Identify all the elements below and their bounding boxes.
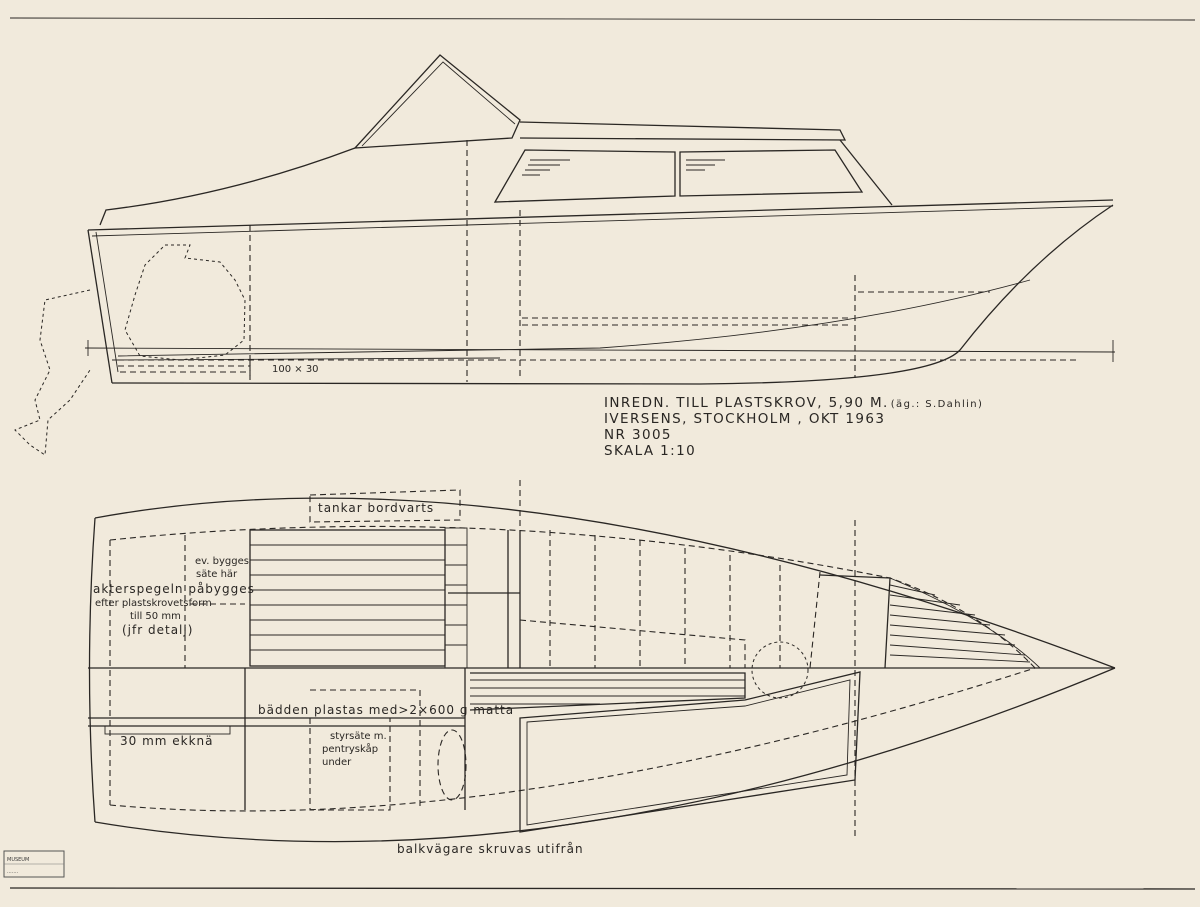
- helm-note-2: pentryskåp: [322, 742, 378, 755]
- transom-note-2: efter plastskrovetsform: [95, 598, 212, 609]
- hull-outline-port: [94, 497, 1116, 669]
- seat-label: ev. bygges: [195, 556, 249, 567]
- keel-line: [111, 204, 1114, 385]
- waterline: [84, 347, 1116, 353]
- title-block: INREDN. TILL PLASTSKROV, 5,90 M.(äg.: S.…: [604, 395, 983, 459]
- transom-note-4: (jfr detalj): [122, 623, 193, 637]
- scale-label: SKALA 1:10: [604, 443, 696, 459]
- transom-note-3: till 50 mm: [130, 611, 181, 622]
- helm-note-3: under: [322, 757, 352, 768]
- chine-line: [117, 279, 1031, 357]
- outboard-motor-outline: [124, 244, 246, 361]
- transom-note: akterspegeln påbygges: [93, 582, 255, 596]
- cabin-aft-profile: [99, 147, 356, 226]
- hull-outline-stbd: [94, 667, 1116, 843]
- bottom-border: [9, 887, 1196, 890]
- drawing-number: NR 3005: [604, 427, 672, 443]
- museum-stamp: MUSEUM ·······: [3, 850, 65, 878]
- sheer-line-inner: [91, 205, 1114, 237]
- cabin-roof: [519, 121, 847, 141]
- helm-note: styrsäte m.: [330, 731, 387, 742]
- plan-view: tankar bordvarts ev. bygges säte här akt…: [88, 480, 1116, 856]
- knee-note: 30 mm ekknä: [120, 734, 214, 748]
- title-line-2: IVERSENS, STOCKHOLM , OKT 1963: [604, 411, 885, 427]
- transom-plan: [88, 517, 96, 823]
- cabin-front: [839, 139, 893, 206]
- beam-label: 100 × 30: [272, 364, 319, 375]
- title-line-1: INREDN. TILL PLASTSKROV, 5,90 M.(äg.: S.…: [604, 395, 983, 411]
- seat-label-2: säte här: [196, 569, 238, 580]
- side-view: 100 × 30: [14, 54, 1116, 456]
- sheer-line: [87, 199, 1114, 231]
- window-aft: [493, 149, 676, 203]
- transom: [87, 229, 113, 384]
- windshield-canopy: [353, 54, 521, 149]
- svg-text:·······: ·······: [7, 870, 19, 876]
- top-border: [9, 17, 1196, 21]
- svg-text:MUSEUM: MUSEUM: [7, 857, 29, 863]
- tanks-label: tankar bordvarts: [318, 501, 434, 515]
- stringer-note: balkvägare skruvas utifrån: [397, 842, 584, 856]
- bunk-note: bädden plastas med>2×600 g matta: [258, 703, 514, 717]
- window-fwd: [679, 149, 864, 197]
- owner-note: (äg.: S.Dahlin): [891, 399, 984, 410]
